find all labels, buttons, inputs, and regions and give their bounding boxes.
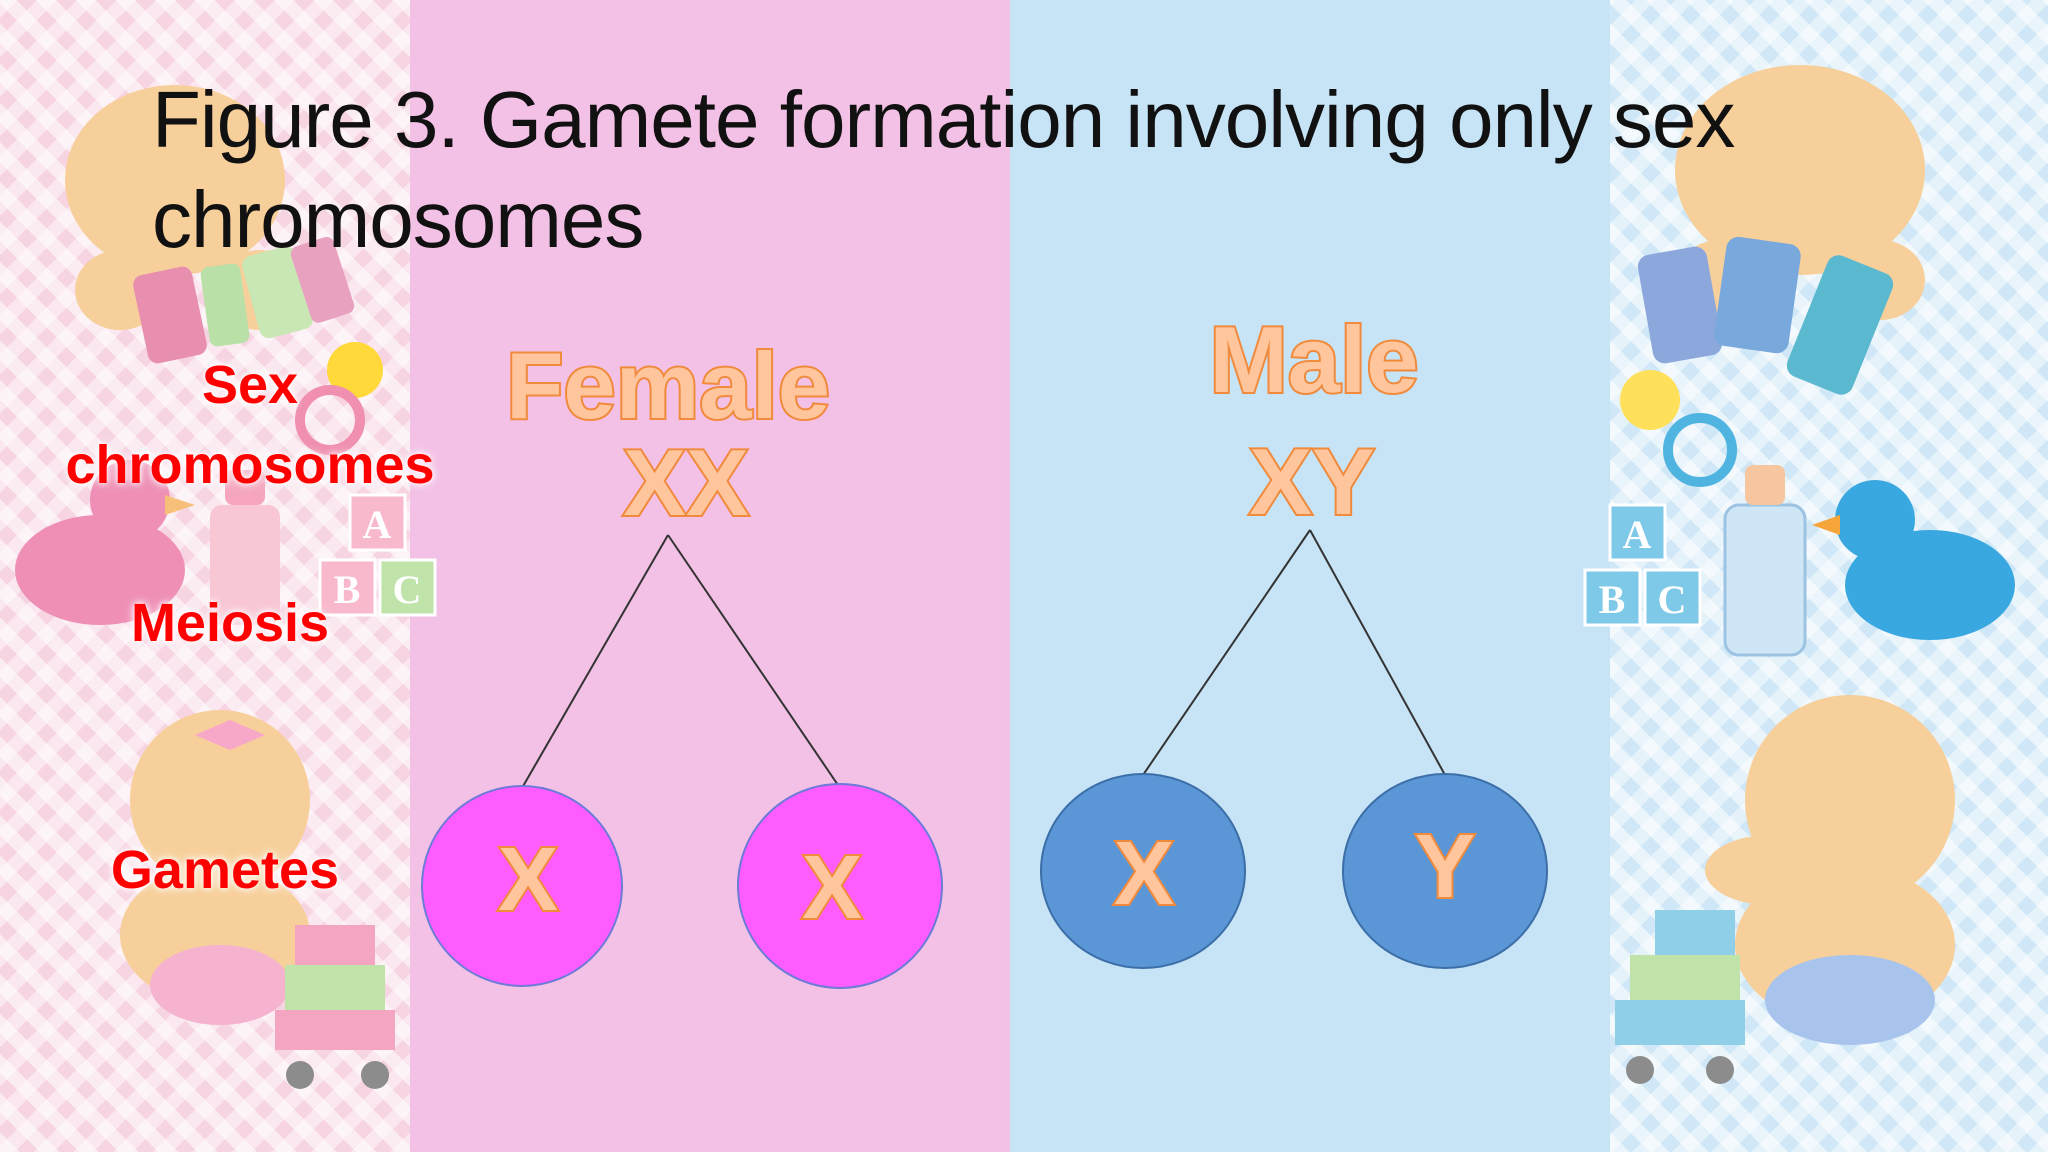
svg-text:C: C	[1658, 577, 1687, 622]
bottle-icon-right	[1723, 465, 1807, 657]
female-label: Female	[506, 333, 830, 438]
female-meiosis-line-right	[667, 534, 841, 789]
gift-stack-icon-right	[1615, 910, 1745, 1084]
male-meiosis-line-right	[1309, 529, 1446, 776]
pacifier-icon-left	[295, 342, 383, 455]
female-gamete-2-circle	[737, 783, 943, 989]
svg-text:A: A	[363, 502, 392, 547]
figure-title: Figure 3. Gamete formation involving onl…	[152, 75, 1735, 264]
boy-baby-bottom-icon	[1705, 695, 1955, 1045]
bottle-icon-left	[210, 470, 280, 625]
male-gamete-2-label: Y	[1415, 817, 1475, 917]
boy-blocks-icon	[1637, 236, 1894, 395]
svg-text:A: A	[1623, 512, 1652, 557]
svg-text:B: B	[334, 567, 361, 612]
female-gamete-1-label: X	[498, 830, 558, 930]
female-gamete-1: X	[421, 785, 623, 987]
male-genotype: XY	[1249, 429, 1374, 534]
abc-blocks-icon-left: A B C	[318, 493, 437, 617]
duck-icon-left	[15, 460, 195, 625]
duck-icon-right	[1812, 480, 2015, 640]
male-meiosis-line-left	[1142, 529, 1311, 776]
meiosis-label: Meiosis	[130, 593, 330, 653]
abc-blocks-icon-right: A B C	[1583, 503, 1702, 627]
female-gamete-2-label: X	[802, 838, 862, 938]
sex-chromosomes-label: Sex chromosomes	[65, 355, 435, 495]
male-gamete-1: X	[1040, 773, 1246, 969]
female-genotype: XX	[623, 430, 748, 535]
male-label: Male	[1210, 307, 1419, 412]
male-gamete-1-label: X	[1114, 824, 1174, 924]
svg-text:B: B	[1599, 577, 1626, 622]
gametes-label: Gametes	[110, 840, 340, 900]
male-gamete-2-circle	[1342, 773, 1548, 969]
girl-baby-bottom-icon	[120, 710, 310, 1025]
gift-stack-icon-left	[275, 925, 395, 1089]
svg-text:C: C	[393, 567, 422, 612]
pacifier-icon-right	[1620, 370, 1737, 487]
girl-blocks-icon	[133, 236, 355, 364]
female-gamete-2: X	[737, 783, 943, 989]
female-meiosis-line-left	[521, 534, 669, 789]
male-gamete-2: Y	[1342, 773, 1548, 969]
male-gamete-1-circle	[1040, 773, 1246, 969]
female-gamete-1-circle	[421, 785, 623, 987]
